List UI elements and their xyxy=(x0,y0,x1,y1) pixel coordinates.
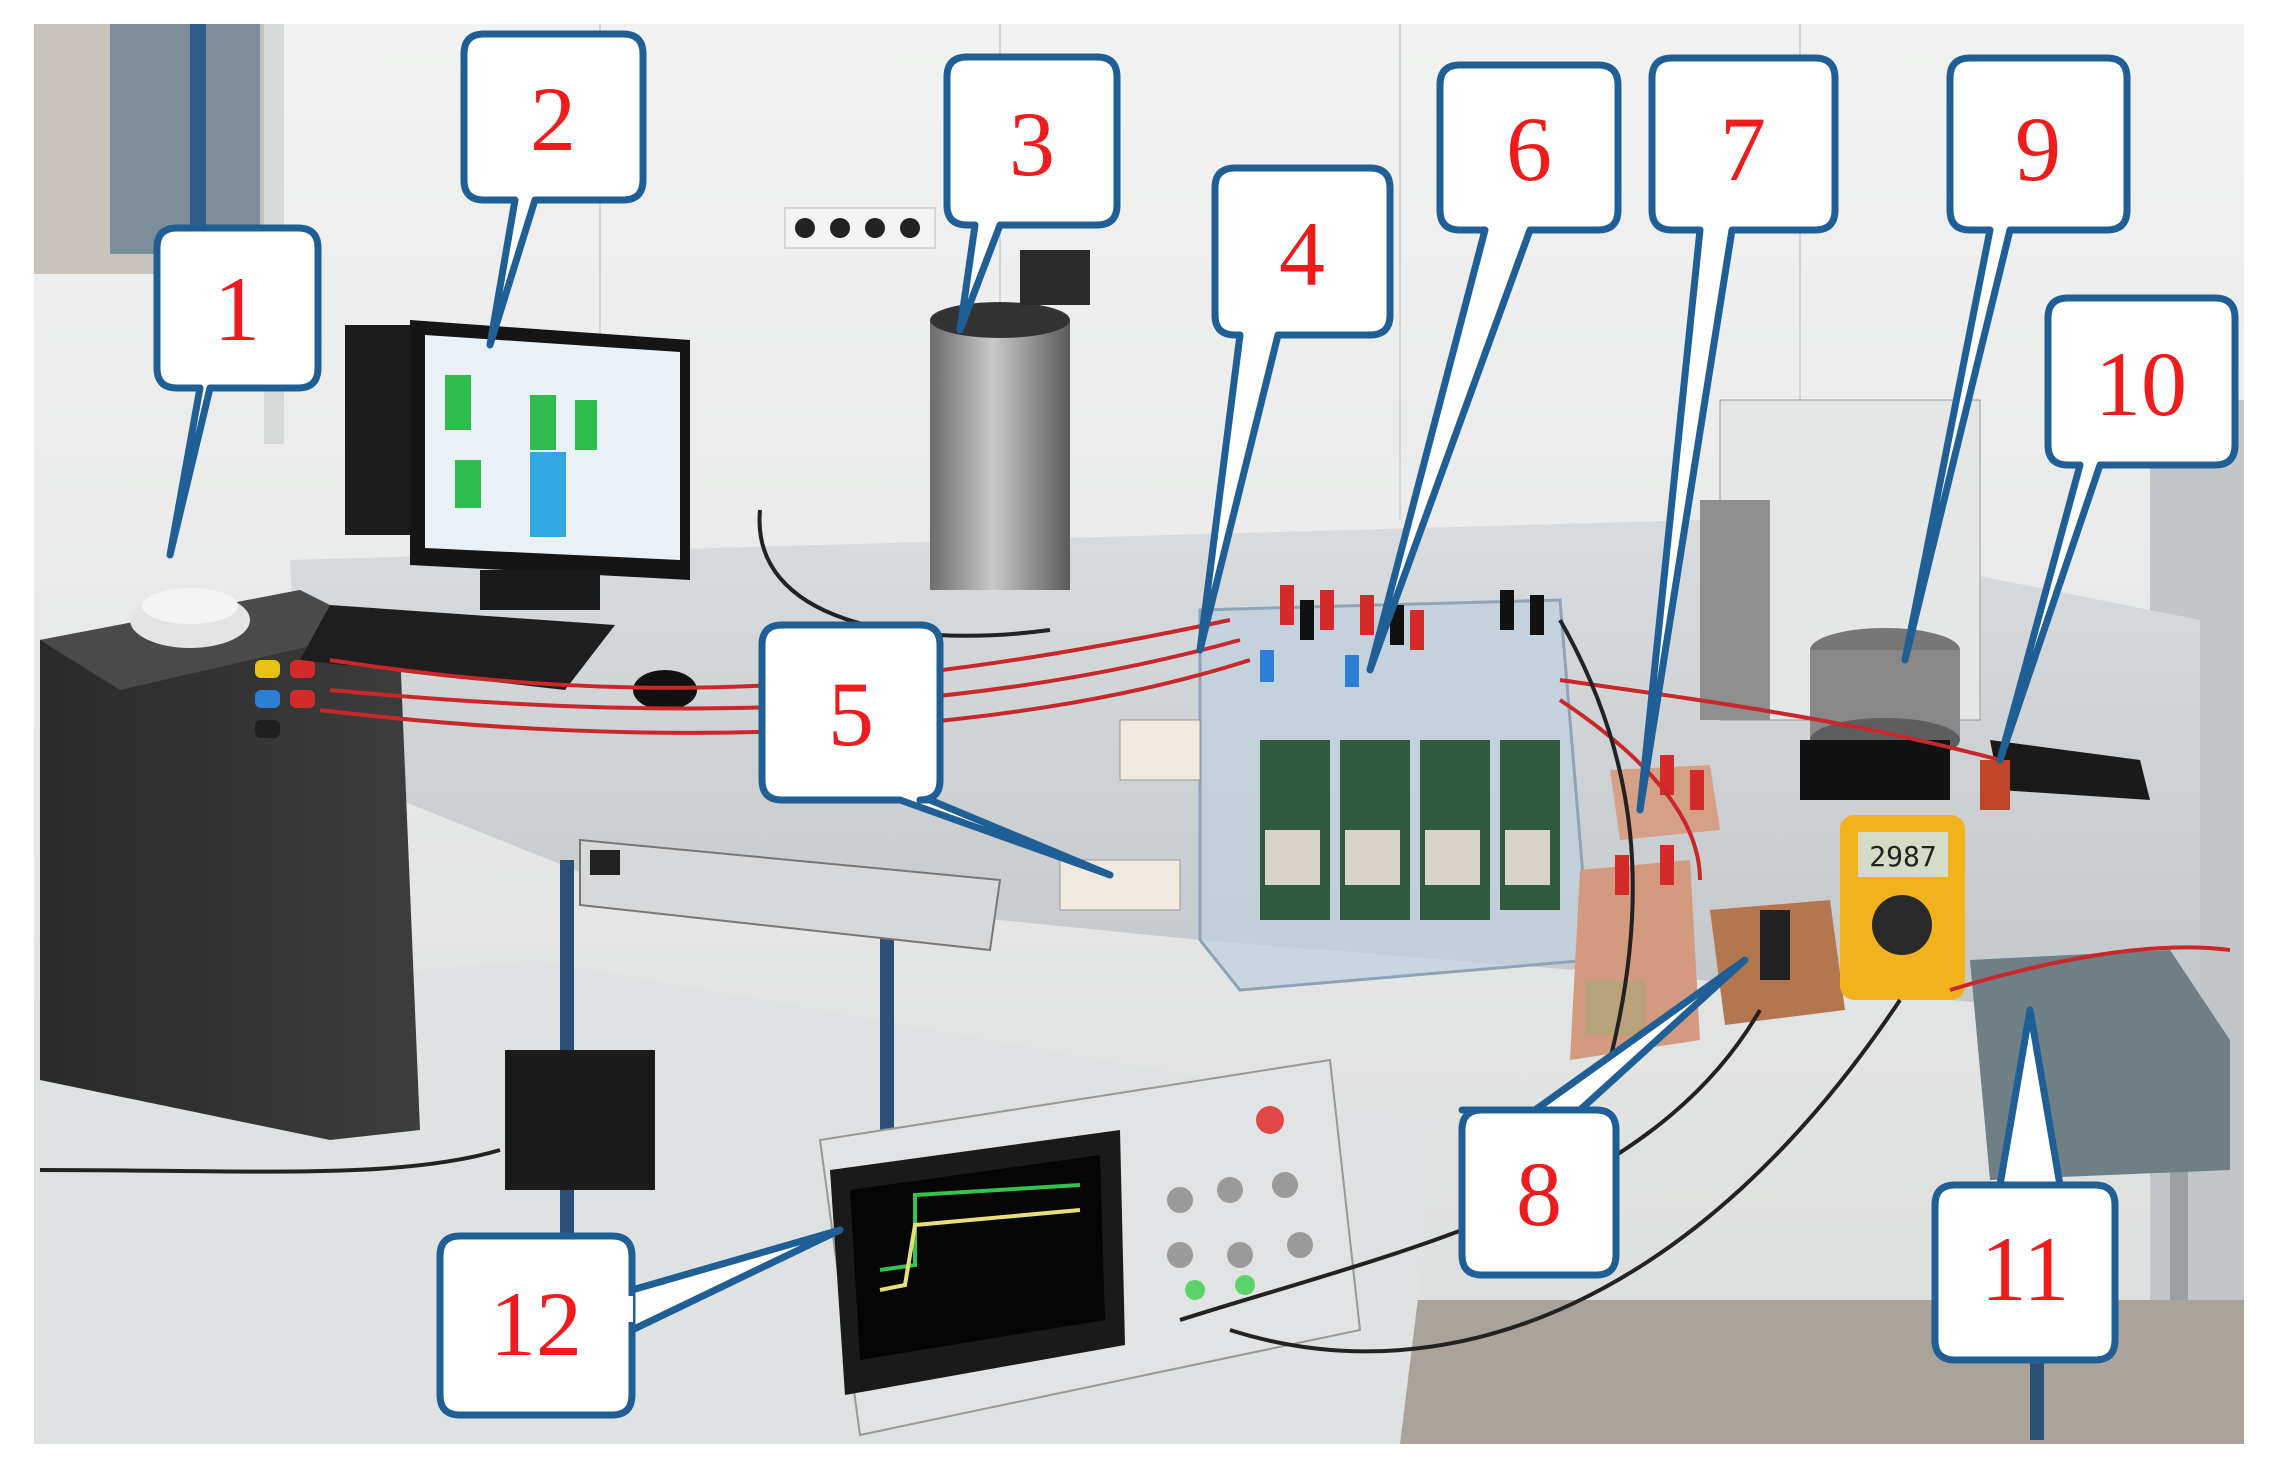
callout-3-label: 3 xyxy=(1009,93,1055,195)
callout-2-label: 2 xyxy=(530,68,576,170)
callout-10-label: 10 xyxy=(2095,333,2187,435)
callouts: 1 2 3 4 5 6 7 8 xyxy=(153,30,2239,1419)
callout-7-label: 7 xyxy=(1720,98,1766,200)
dc-power-supply xyxy=(579,838,1002,952)
callout-5: 5 xyxy=(758,621,1114,879)
inductor-boards xyxy=(1570,755,1720,1060)
callout-6: 6 xyxy=(1366,61,1622,674)
gas-cylinder xyxy=(784,207,1090,590)
callout-12: 12 xyxy=(436,1226,844,1419)
callout-8: 8 xyxy=(1458,956,1749,1279)
converter-enclosure xyxy=(1198,585,1592,992)
callout-1: 1 xyxy=(153,224,322,559)
junction-box xyxy=(1059,719,1201,911)
callout-12-label: 12 xyxy=(490,1273,582,1375)
driver-board xyxy=(1710,900,1845,1025)
callout-4-label: 4 xyxy=(1279,203,1325,305)
multimeter-reading: 2987 xyxy=(1869,840,1936,873)
oscilloscope xyxy=(505,1050,1362,1437)
current-probe xyxy=(1980,740,2150,810)
callout-9: 9 xyxy=(1901,54,2131,664)
computer-monitor xyxy=(300,320,697,710)
autotransformer xyxy=(40,588,420,1140)
callout-10: 10 xyxy=(1996,294,2239,764)
callout-1-label: 1 xyxy=(214,258,260,360)
callout-7: 7 xyxy=(1636,54,1839,814)
callout-5-label: 5 xyxy=(828,663,874,765)
multimeter: 2987 xyxy=(1840,815,1965,1000)
callout-9-label: 9 xyxy=(2015,98,2061,200)
callout-11: 11 xyxy=(1931,1006,2119,1364)
callout-6-label: 6 xyxy=(1506,98,1552,200)
callout-3: 3 xyxy=(943,53,1121,334)
callout-2: 2 xyxy=(460,30,647,349)
callout-11-label: 11 xyxy=(1981,1218,2070,1320)
callout-4: 4 xyxy=(1196,164,1394,654)
callout-8-label: 8 xyxy=(1516,1143,1562,1245)
